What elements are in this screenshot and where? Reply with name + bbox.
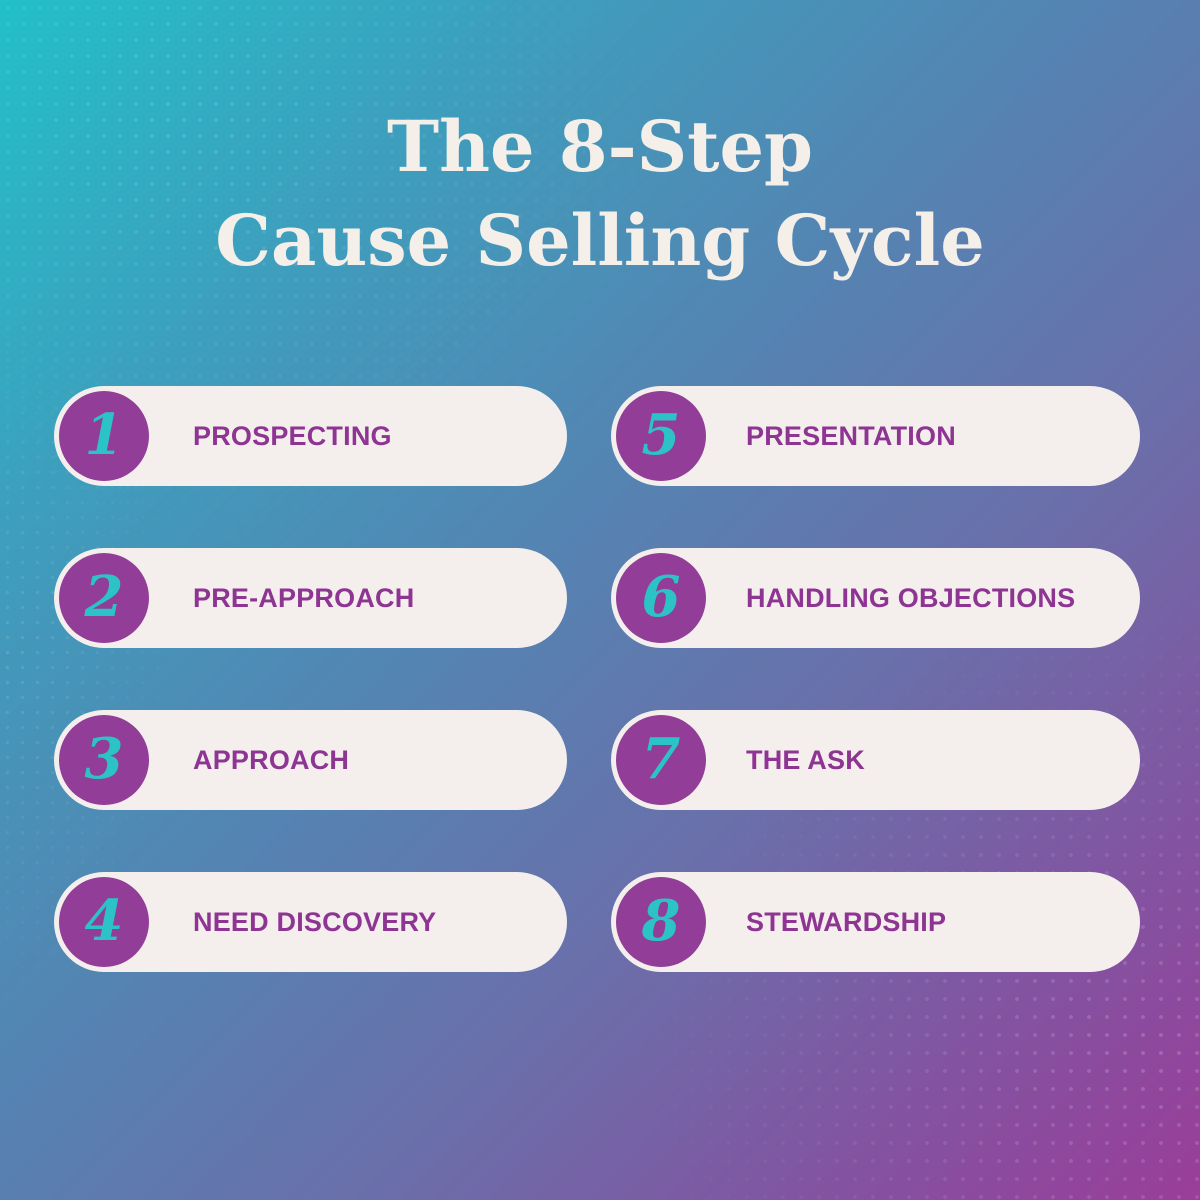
step-5-badge: 5 bbox=[616, 391, 706, 481]
step-5-pill: 5 PRESENTATION bbox=[611, 386, 1140, 486]
step-6-badge: 6 bbox=[616, 553, 706, 643]
page-title: The 8-Step Cause Selling Cycle bbox=[0, 100, 1200, 288]
steps-grid: 1 PROSPECTING 5 PRESENTATION 2 PRE-APPRO… bbox=[54, 386, 1140, 972]
step-8-label: STEWARDSHIP bbox=[746, 906, 947, 937]
step-3-number: 3 bbox=[84, 726, 124, 792]
step-7-badge: 7 bbox=[616, 715, 706, 805]
step-8-number: 8 bbox=[641, 888, 681, 954]
step-4-badge: 4 bbox=[59, 877, 149, 967]
step-6-label: HANDLING OBJECTIONS bbox=[746, 582, 1076, 613]
step-3-pill: 3 APPROACH bbox=[54, 710, 567, 810]
step-1-pill: 1 PROSPECTING bbox=[54, 386, 567, 486]
step-7-number: 7 bbox=[641, 726, 681, 792]
title-line-1: The 8-Step bbox=[386, 105, 813, 188]
step-4-label: NEED DISCOVERY bbox=[193, 906, 437, 937]
step-1-number: 1 bbox=[84, 402, 124, 468]
step-5-number: 5 bbox=[641, 402, 681, 468]
step-6-pill: 6 HANDLING OBJECTIONS bbox=[611, 548, 1140, 648]
step-6-number: 6 bbox=[641, 564, 681, 630]
step-1-label: PROSPECTING bbox=[193, 420, 392, 451]
step-3-label: APPROACH bbox=[193, 744, 350, 775]
step-4-pill: 4 NEED DISCOVERY bbox=[54, 872, 567, 972]
step-4-number: 4 bbox=[84, 888, 124, 954]
step-5-label: PRESENTATION bbox=[746, 420, 956, 451]
step-2-number: 2 bbox=[84, 564, 124, 630]
title-line-2: Cause Selling Cycle bbox=[215, 199, 985, 282]
step-8-pill: 8 STEWARDSHIP bbox=[611, 872, 1140, 972]
step-2-pill: 2 PRE-APPROACH bbox=[54, 548, 567, 648]
step-2-label: PRE-APPROACH bbox=[193, 582, 415, 613]
step-7-label: THE ASK bbox=[746, 744, 865, 775]
step-7-pill: 7 THE ASK bbox=[611, 710, 1140, 810]
step-3-badge: 3 bbox=[59, 715, 149, 805]
step-8-badge: 8 bbox=[616, 877, 706, 967]
step-1-badge: 1 bbox=[59, 391, 149, 481]
step-2-badge: 2 bbox=[59, 553, 149, 643]
